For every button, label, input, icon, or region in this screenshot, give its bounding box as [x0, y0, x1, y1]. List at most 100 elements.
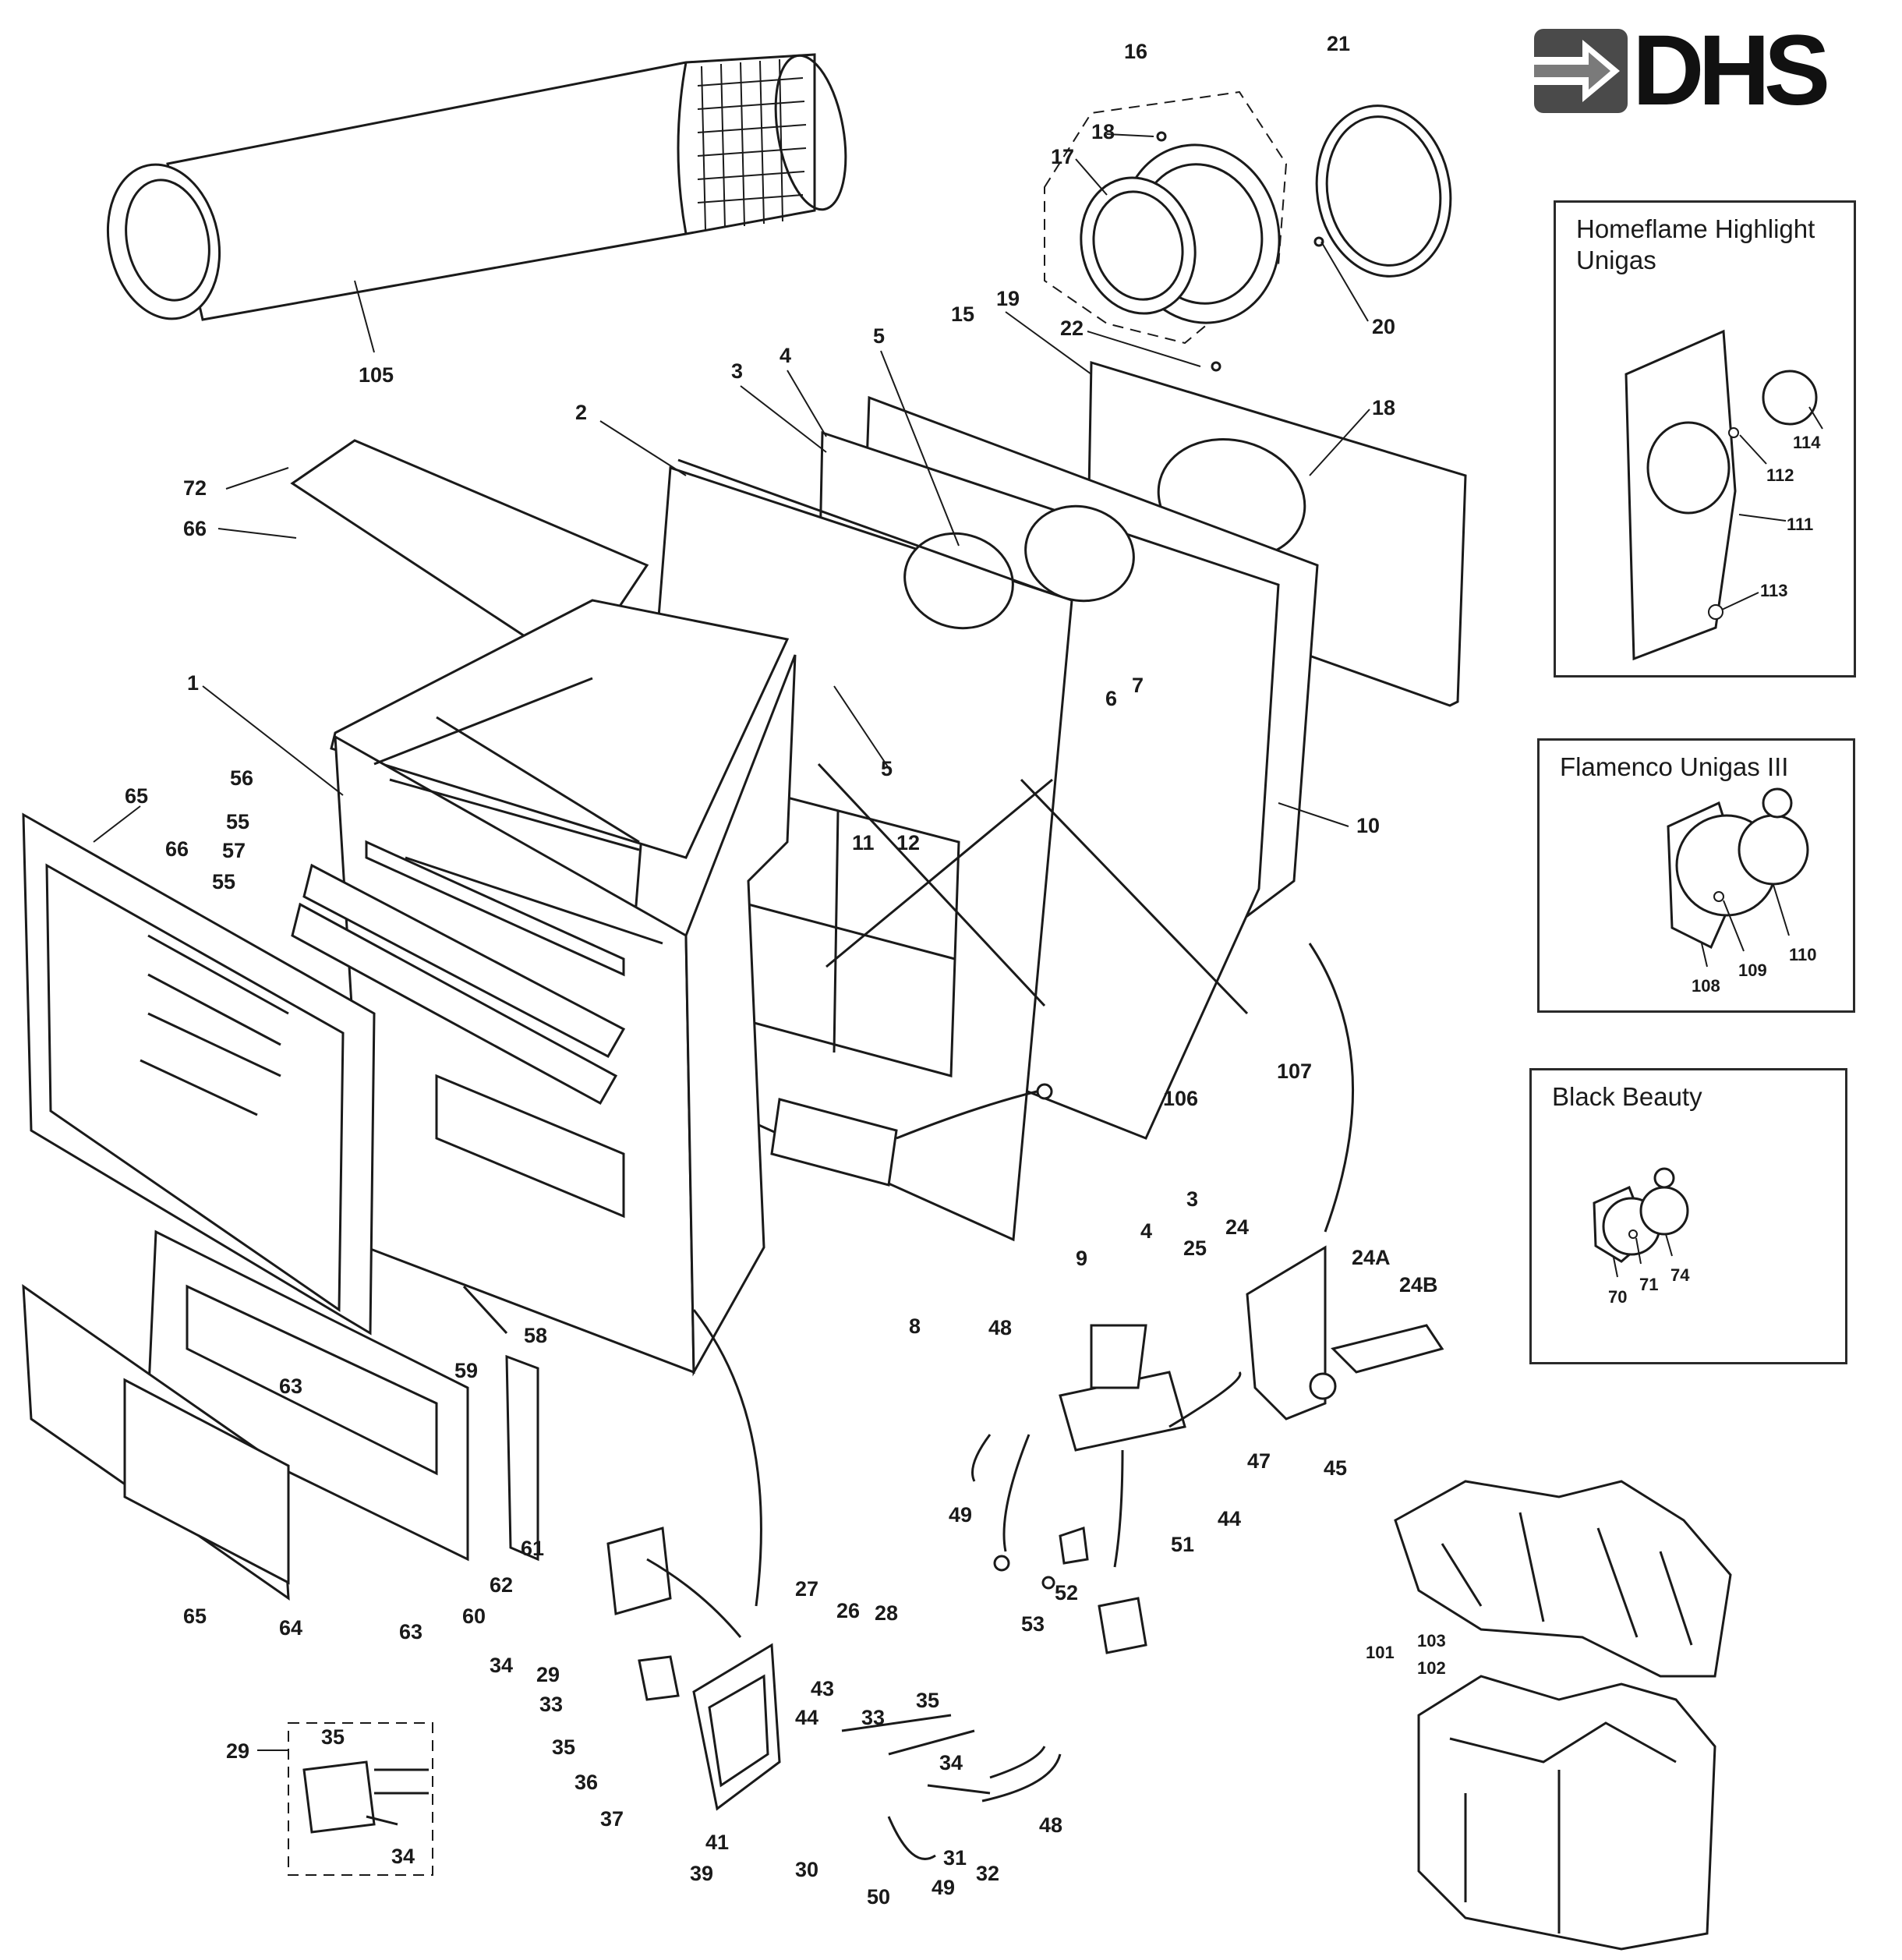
label-46: 45 — [1324, 1456, 1347, 1480]
label-31: 31 — [943, 1846, 967, 1870]
label-57: 59 — [454, 1359, 478, 1382]
label-6: 6 — [1105, 687, 1117, 710]
label-29: 29 — [536, 1663, 560, 1686]
label-54: 55 — [226, 810, 249, 833]
label-27: 27 — [795, 1577, 818, 1601]
part-labels: 105 16 21 18 17 20 19 15 22 18 5 3 4 2 7… — [125, 32, 1446, 1909]
label-39: 36 — [574, 1771, 598, 1794]
label-1: 1 — [187, 671, 199, 695]
variant-flamenco-box: 108 109 110 Flamenco Unigas III — [1537, 738, 1855, 1013]
label-47-mid: 47 — [1247, 1449, 1271, 1473]
firebox-drawing — [290, 439, 797, 1377]
label-24A: 24A — [1352, 1246, 1391, 1269]
label-34-inset: 34 — [391, 1845, 415, 1868]
label-38: 35 — [552, 1735, 575, 1759]
logo-wordmark: DHS — [1632, 15, 1830, 126]
label-47-low: 48 — [1039, 1813, 1062, 1837]
label-109: 109 — [1738, 961, 1767, 980]
label-22: 21 — [1327, 32, 1350, 55]
label-32: 32 — [976, 1862, 999, 1885]
label-70: 70 — [1608, 1287, 1627, 1307]
burner-drawing — [770, 1083, 1053, 1187]
label-15: 15 — [951, 302, 974, 326]
label-60: 62 — [490, 1573, 513, 1597]
label-113: 113 — [1760, 581, 1788, 600]
label-114: 114 — [1793, 433, 1821, 452]
label-7: 7 — [1132, 674, 1144, 697]
label-28: 28 — [875, 1601, 898, 1625]
label-74: 74 — [1670, 1265, 1690, 1285]
label-42: 41 — [705, 1831, 729, 1854]
label-103: 103 — [1417, 1631, 1446, 1650]
label-62: 63 — [279, 1374, 302, 1398]
lower-trims-drawing — [22, 1229, 539, 1601]
label-58: 60 — [462, 1604, 486, 1628]
label-49-low: 50 — [867, 1885, 890, 1909]
label-53: 55 — [212, 870, 235, 893]
variant-flamenco-title: Flamenco Unigas III — [1560, 752, 1789, 781]
label-36: 33 — [539, 1693, 563, 1716]
label-49-mid: 49 — [949, 1503, 972, 1527]
label-71: 71 — [1639, 1275, 1658, 1294]
dhs-logo: DHS — [1534, 15, 1830, 126]
label-5-top: 5 — [873, 324, 885, 348]
label-20: 20 — [1372, 315, 1395, 338]
arrow-right-icon — [1534, 29, 1628, 113]
label-56: 58 — [524, 1324, 547, 1347]
label-34: 34 — [939, 1751, 963, 1774]
label-102: 102 — [1417, 1658, 1446, 1678]
label-9: 9 — [1076, 1247, 1087, 1270]
inset-29-drawing — [257, 1722, 433, 1876]
label-29-inset: 29 — [226, 1739, 249, 1763]
label-4-top: 4 — [780, 344, 791, 367]
label-55-a: 56 — [230, 766, 253, 790]
gas-valve-drawing — [971, 943, 1444, 1654]
label-24B: 24B — [1399, 1273, 1438, 1297]
front-frame-drawing — [22, 812, 376, 1336]
variant-homeflame-title: Homeflame Highlight Unigas — [1576, 214, 1815, 276]
label-108: 108 — [1692, 976, 1720, 996]
label-63: 64 — [279, 1616, 302, 1640]
label-26: 26 — [836, 1599, 860, 1622]
label-72: 66 — [183, 517, 207, 540]
label-64: 65 — [183, 1604, 207, 1628]
label-33: 33 — [861, 1706, 885, 1729]
label-11: 11 — [852, 831, 875, 854]
label-25: 25 — [1183, 1236, 1207, 1260]
label-112: 112 — [1766, 465, 1794, 485]
flue-pipe-drawing — [106, 53, 847, 353]
variant-blackbeauty-box: 70 71 74 Black Beauty — [1529, 1068, 1847, 1364]
label-73: 72 — [183, 476, 207, 500]
label-19: 18 — [1372, 396, 1395, 419]
fuel-bed-drawing — [1394, 1480, 1732, 1951]
pilot-assembly-drawing — [606, 1527, 1062, 1860]
label-5-mid: 5 — [881, 757, 893, 780]
label-10: 10 — [1356, 814, 1380, 837]
label-3-bottom: 3 — [1186, 1187, 1198, 1211]
label-16: 16 — [1124, 40, 1147, 63]
label-40: 37 — [600, 1807, 624, 1831]
label-23: 22 — [1060, 317, 1084, 340]
label-18: 18 — [1091, 120, 1115, 143]
label-110: 110 — [1789, 945, 1817, 964]
gas-pipe — [692, 1309, 762, 1607]
label-41: 39 — [690, 1862, 713, 1885]
label-105: 106 — [1163, 1087, 1198, 1110]
label-35-inset: 35 — [321, 1725, 345, 1749]
label-48-top: 48 — [988, 1316, 1012, 1339]
label-4-bottom: 4 — [1140, 1219, 1152, 1243]
label-111: 111 — [1787, 515, 1813, 534]
label-106: 107 — [1277, 1060, 1312, 1083]
label-48-low: 49 — [932, 1876, 955, 1899]
label-44: 44 — [795, 1706, 818, 1729]
label-65: 65 — [125, 784, 148, 808]
label-61: 63 — [399, 1620, 422, 1643]
label-2: 2 — [575, 401, 587, 424]
label-100: 105 — [359, 363, 394, 387]
variant-blackbeauty-title: Black Beauty — [1552, 1082, 1702, 1111]
label-50: 51 — [1171, 1533, 1194, 1556]
variant-homeflame-title-line2: Unigas — [1576, 246, 1656, 274]
label-12: 12 — [896, 831, 920, 854]
label-45: 44 — [1218, 1507, 1241, 1530]
